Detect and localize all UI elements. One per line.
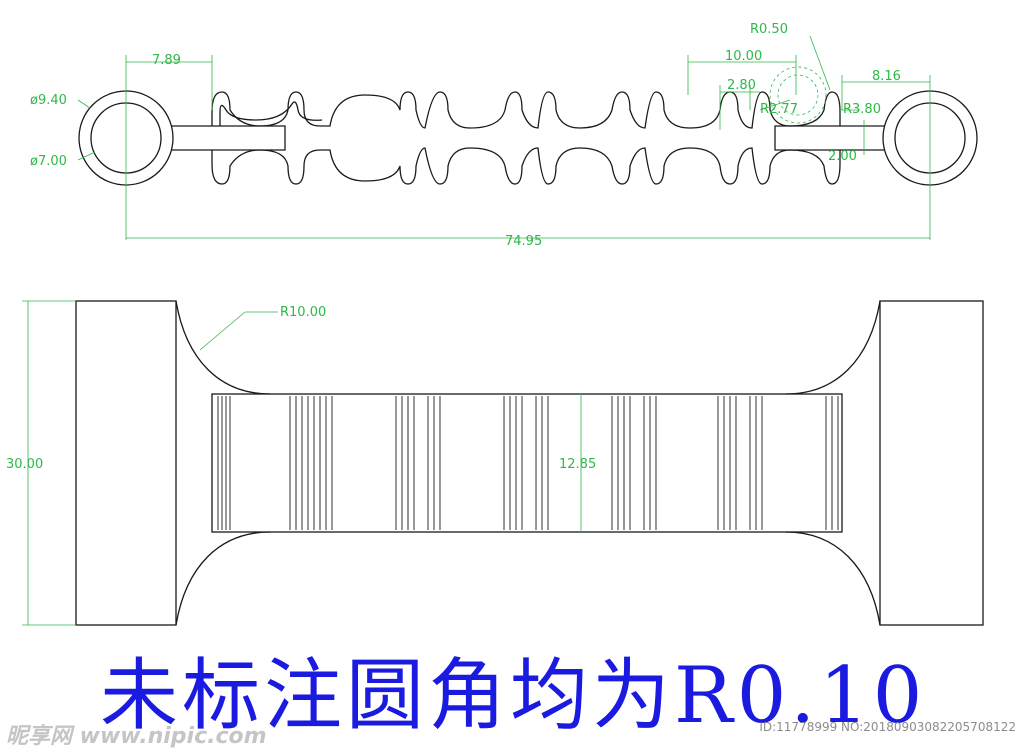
- dim-r-fillet-small: R0.50: [750, 22, 788, 37]
- dim-overall-length: 74.95: [505, 234, 542, 249]
- upper-right-fillet: [785, 300, 881, 395]
- side-view-dimension-lines: [22, 300, 582, 626]
- dim-r-slot: R2.77: [760, 102, 798, 117]
- core-groove-lines: [217, 396, 839, 530]
- right-block: [879, 300, 984, 626]
- side-view-dimension-texts: R10.00 30.00 12.85: [6, 305, 596, 472]
- dim-right-offset: 8.16: [872, 69, 901, 84]
- top-view-dimension-texts: ø9.40 ø7.00 7.89 74.95 R0.50 10.00 2.80 …: [30, 22, 901, 249]
- watermark-id: ID:11778999 NO:20180903082205708122: [759, 720, 1016, 734]
- comb-lower-outline: [211, 147, 841, 185]
- dim-left-offset: 7.89: [152, 53, 181, 68]
- lower-right-fillet: [785, 531, 881, 626]
- dim-gap: 2.80: [727, 78, 756, 93]
- dim-d-outer: ø9.40: [30, 93, 67, 108]
- side-view: [75, 300, 984, 626]
- comb-top-waves: [211, 91, 841, 129]
- dim-r-transition: R10.00: [280, 305, 326, 320]
- right-tab: [774, 125, 884, 151]
- dim-r-outer-slot: R3.80: [843, 102, 881, 117]
- watermark-site: 昵享网 www.nipic.com: [6, 724, 267, 749]
- left-block: [75, 300, 177, 626]
- fillet-note: 未标注圆角均为R0.10: [100, 651, 927, 741]
- top-view-dimension-lines: [77, 35, 931, 240]
- dim-core-height: 12.85: [559, 457, 596, 472]
- dim-tab-height: 2.00: [828, 149, 857, 164]
- dim-d-inner: ø7.00: [30, 154, 67, 169]
- core-body: [211, 393, 843, 533]
- dim-pitch: 10.00: [725, 49, 762, 64]
- dim-height: 30.00: [6, 457, 43, 472]
- comb-bottom-waves: [211, 147, 841, 185]
- left-tab: [172, 125, 286, 151]
- lower-left-fillet: [175, 531, 271, 626]
- comb-upper-inner: [219, 101, 323, 126]
- comb-upper-outline: [211, 91, 841, 129]
- note-area: 未标注圆角均为R0.10: [0, 646, 1024, 746]
- upper-left-fillet: [175, 300, 271, 395]
